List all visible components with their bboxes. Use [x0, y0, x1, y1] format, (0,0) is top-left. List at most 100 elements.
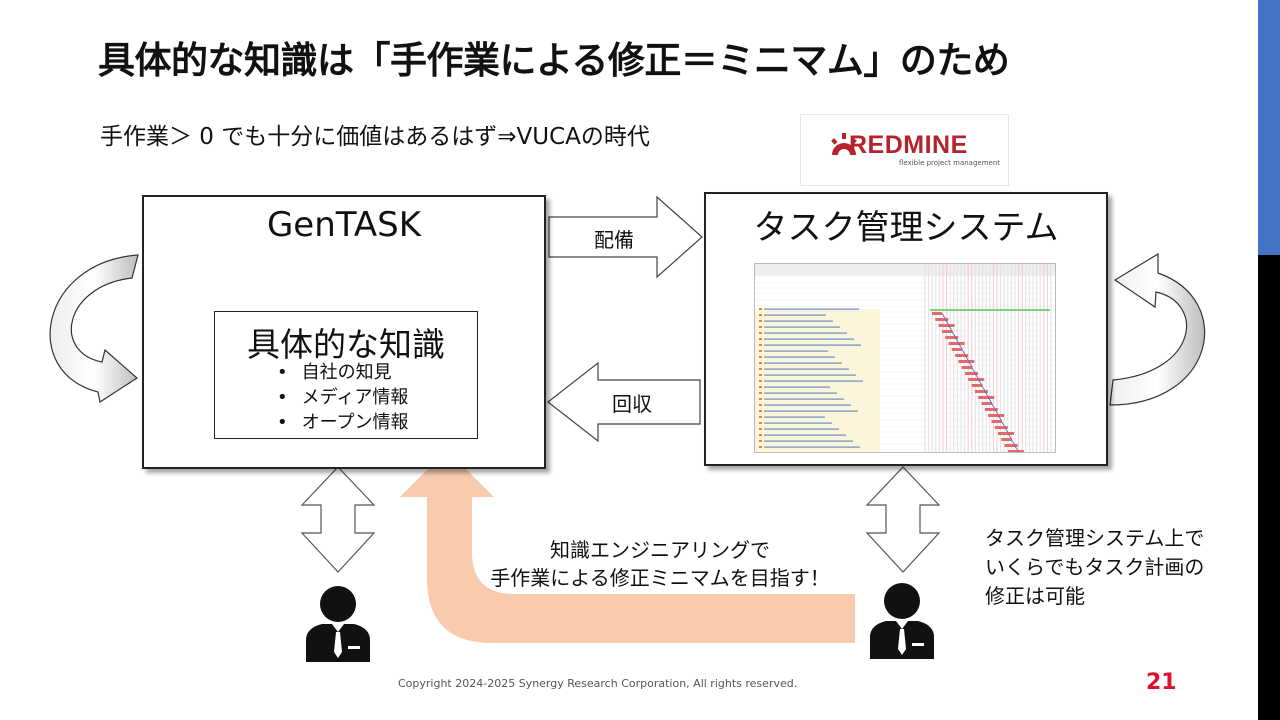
gantt-link — [987, 397, 993, 404]
gantt-row-text — [764, 398, 844, 400]
gantt-row-text — [764, 410, 858, 412]
gantt-row-marker — [759, 398, 762, 400]
right-double-arrow — [865, 466, 941, 573]
gantt-row-text — [764, 440, 853, 442]
gantt-bar — [941, 330, 952, 333]
gantt-bar — [974, 390, 988, 393]
page-number: 21 — [1146, 670, 1177, 695]
gantt-row-marker — [759, 314, 762, 316]
right-cycle-arrow — [1109, 252, 1206, 406]
gantt-row-marker — [759, 374, 762, 376]
gantt-bar — [965, 372, 978, 375]
gantt-row-marker — [759, 416, 762, 418]
gantt-row-text — [764, 368, 849, 370]
list-item: メディア情報 — [277, 385, 409, 410]
left-cycle-arrow — [49, 254, 139, 403]
right-caption-line: いくらでもタスク計画の — [985, 555, 1205, 579]
redmine-logo-tagline: flexible project management — [899, 159, 1001, 167]
gantt-link — [978, 379, 983, 386]
gantt-row-marker — [759, 392, 762, 394]
gantt-row-marker — [759, 308, 762, 310]
gantt-row-text — [764, 338, 854, 340]
collect-label: 回収 — [612, 392, 652, 416]
gantt-bar — [984, 408, 998, 411]
gantt-bar — [998, 432, 1014, 435]
gantt-bar — [991, 420, 1002, 423]
gantt-bar — [988, 414, 1005, 417]
right-caption: タスク管理システム上で いくらでもタスク計画の 修正は可能 — [985, 524, 1204, 611]
right-caption-line: 修正は可能 — [985, 584, 1085, 608]
gantt-row-marker — [759, 446, 762, 448]
gantt-row-text — [764, 356, 835, 358]
gantt-bar — [935, 318, 949, 321]
gantt-bar — [1007, 450, 1024, 452]
copyright-text: Copyright 2024-2025 Synergy Research Cor… — [398, 677, 798, 690]
gantt-bar — [945, 336, 959, 339]
list-item: オープン情報 — [277, 410, 409, 435]
gantt-link — [958, 343, 963, 350]
right-caption-line: タスク管理システム上で — [985, 526, 1205, 550]
gantt-row-marker — [759, 326, 762, 328]
gantt-bar — [968, 378, 985, 381]
gantt-row-marker — [759, 344, 762, 346]
slide-subtitle: 手作業＞ 0 でも十分に価値はあるはず⇒VUCAの時代 — [100, 124, 650, 150]
gantt-row-marker — [759, 422, 762, 424]
redmine-logo-icon — [831, 133, 857, 155]
gantt-row-marker — [759, 440, 762, 442]
gantt-row-marker — [759, 356, 762, 358]
gantt-bar — [951, 348, 962, 351]
gantt-row-text — [764, 386, 830, 388]
center-caption-line: 知識エンジニアリングで — [550, 538, 770, 562]
gantt-row-text — [764, 344, 861, 346]
deploy-label: 配備 — [594, 228, 634, 252]
knowledge-box: 具体的な知識 自社の知見 メディア情報 オープン情報 — [214, 311, 478, 439]
gantt-bar — [994, 426, 1008, 429]
gantt-row-text — [764, 392, 837, 394]
deploy-arrow — [548, 195, 703, 279]
gantt-row-text — [764, 404, 851, 406]
gantt-row-text — [764, 326, 840, 328]
gantt-row-marker — [759, 434, 762, 436]
person-icon — [870, 583, 934, 659]
gantt-bar — [938, 324, 955, 327]
gantt-row-text — [764, 428, 839, 430]
gantt-row-text — [764, 374, 856, 376]
gantt-bar — [1004, 444, 1018, 447]
gantt-row-marker — [759, 404, 762, 406]
gantt-chart-image — [755, 264, 1055, 452]
gantt-link — [948, 325, 953, 332]
gantt-row-text — [764, 350, 828, 352]
gantt-row-marker — [759, 386, 762, 388]
gantt-row-marker — [759, 320, 762, 322]
gantt-row-marker — [759, 338, 762, 340]
center-caption-line: 手作業による修正ミニマムを目指す！ — [490, 566, 830, 590]
left-double-arrow — [300, 466, 376, 573]
gantt-bar — [955, 354, 969, 357]
gantt-row-text — [764, 308, 859, 310]
gantt-chart-screenshot — [754, 263, 1056, 453]
gantt-bar — [932, 312, 942, 315]
collect-arrow — [547, 361, 701, 443]
gantt-row-text — [764, 434, 846, 436]
knowledge-title: 具体的な知識 — [247, 325, 445, 364]
gantt-bar — [971, 384, 982, 387]
gantt-bar — [978, 396, 995, 399]
gantt-row-marker — [759, 332, 762, 334]
gantt-row-marker — [759, 362, 762, 364]
side-accent-bar — [1258, 0, 1280, 255]
redmine-logo-text: REDMINE — [849, 131, 968, 159]
gantt-row-marker — [759, 428, 762, 430]
person-icon — [306, 586, 370, 662]
gentask-title: GenTASK — [266, 205, 422, 245]
gantt-row-marker — [759, 380, 762, 382]
gantt-row-marker — [759, 368, 762, 370]
gantt-bar — [958, 360, 975, 363]
gantt-row-text — [764, 446, 860, 448]
gantt-row-text — [764, 362, 842, 364]
gantt-link — [997, 415, 1003, 422]
gantt-row-text — [764, 380, 863, 382]
gantt-row-marker — [759, 410, 762, 412]
gantt-row-text — [764, 332, 847, 334]
gantt-row-text — [764, 320, 833, 322]
